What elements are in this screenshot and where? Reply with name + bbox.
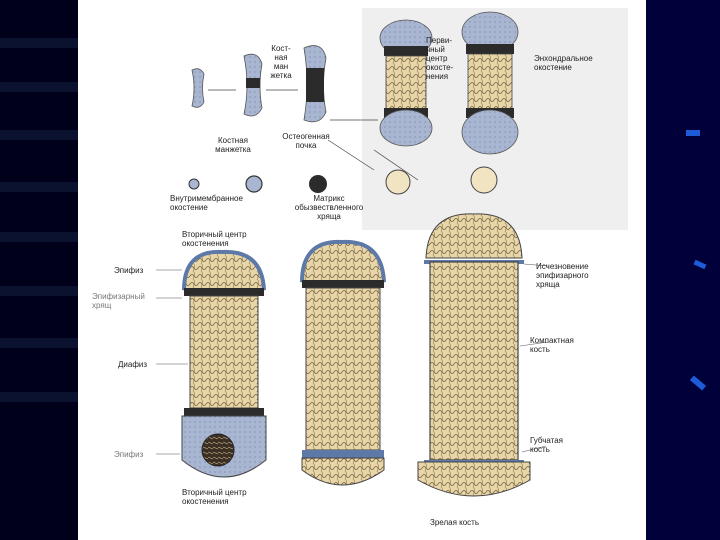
label-epiphysis: Эпифиз: [114, 266, 144, 275]
label-bone-collar-top: Кост- ная ман жетка: [270, 44, 292, 80]
decor-stripe: [0, 232, 78, 242]
bone-growing: [300, 239, 386, 486]
decor-tick: [686, 130, 700, 136]
decor-stripe: [0, 182, 78, 192]
bone-stage5: [461, 11, 519, 155]
label-bone-collar: Костная манжетка: [215, 136, 251, 154]
leader-lines: [156, 263, 549, 455]
label-epiphysis-bottom: Эпифиз: [114, 450, 144, 459]
label-disappearance: Исчезновение эпифизарного хряща: [536, 262, 589, 289]
bone-young: [181, 249, 267, 478]
decor-stripe: [0, 286, 78, 296]
right-decor-band: [646, 0, 720, 540]
label-epiphyseal-plate: Эпифизарный хрящ: [92, 292, 145, 310]
bone-development-figure: [156, 8, 628, 497]
label-osteogenic-bud: Остеогенная почка: [282, 132, 330, 150]
bone-stage4: [379, 19, 433, 147]
bone-mature: [417, 213, 531, 497]
label-endochondral: Энхондральное окостение: [534, 54, 593, 72]
decor-stripe: [0, 130, 78, 140]
left-decor-band: [0, 0, 78, 540]
label-spongy-bone: Губчатая кость: [530, 436, 563, 454]
label-intramembranous: Внутримембранное окостение: [170, 194, 243, 212]
label-secondary-center-bottom: Вторичный центр окостенения: [182, 488, 247, 506]
label-primary-center: Перви- чный центр окосте- нения: [426, 36, 454, 81]
label-compact-bone: Компактная кость: [530, 336, 574, 354]
cartilage-model-stage1: [191, 68, 205, 108]
decor-stripe: [0, 82, 78, 92]
connector-lines: [208, 89, 419, 181]
cartilage-model-stage3: [303, 45, 327, 123]
decor-tick: [693, 259, 707, 270]
label-mature-bone: Зрелая кость: [430, 518, 480, 527]
decor-stripe: [0, 392, 78, 402]
cross-sections: [188, 166, 498, 195]
label-diaphysis: Диафиз: [118, 360, 148, 369]
decor-tick: [689, 375, 707, 391]
decor-stripe: [0, 38, 78, 48]
cartilage-model-stage2: [243, 53, 263, 117]
label-secondary-center-top: Вторичный центр окостенения: [182, 230, 247, 248]
label-calcified-matrix: Матрикс обызвествленного хряща: [294, 194, 364, 221]
decor-stripe: [0, 338, 78, 348]
diagram-page: Кост- ная ман жетка Костная манжетка Ост…: [78, 0, 646, 540]
